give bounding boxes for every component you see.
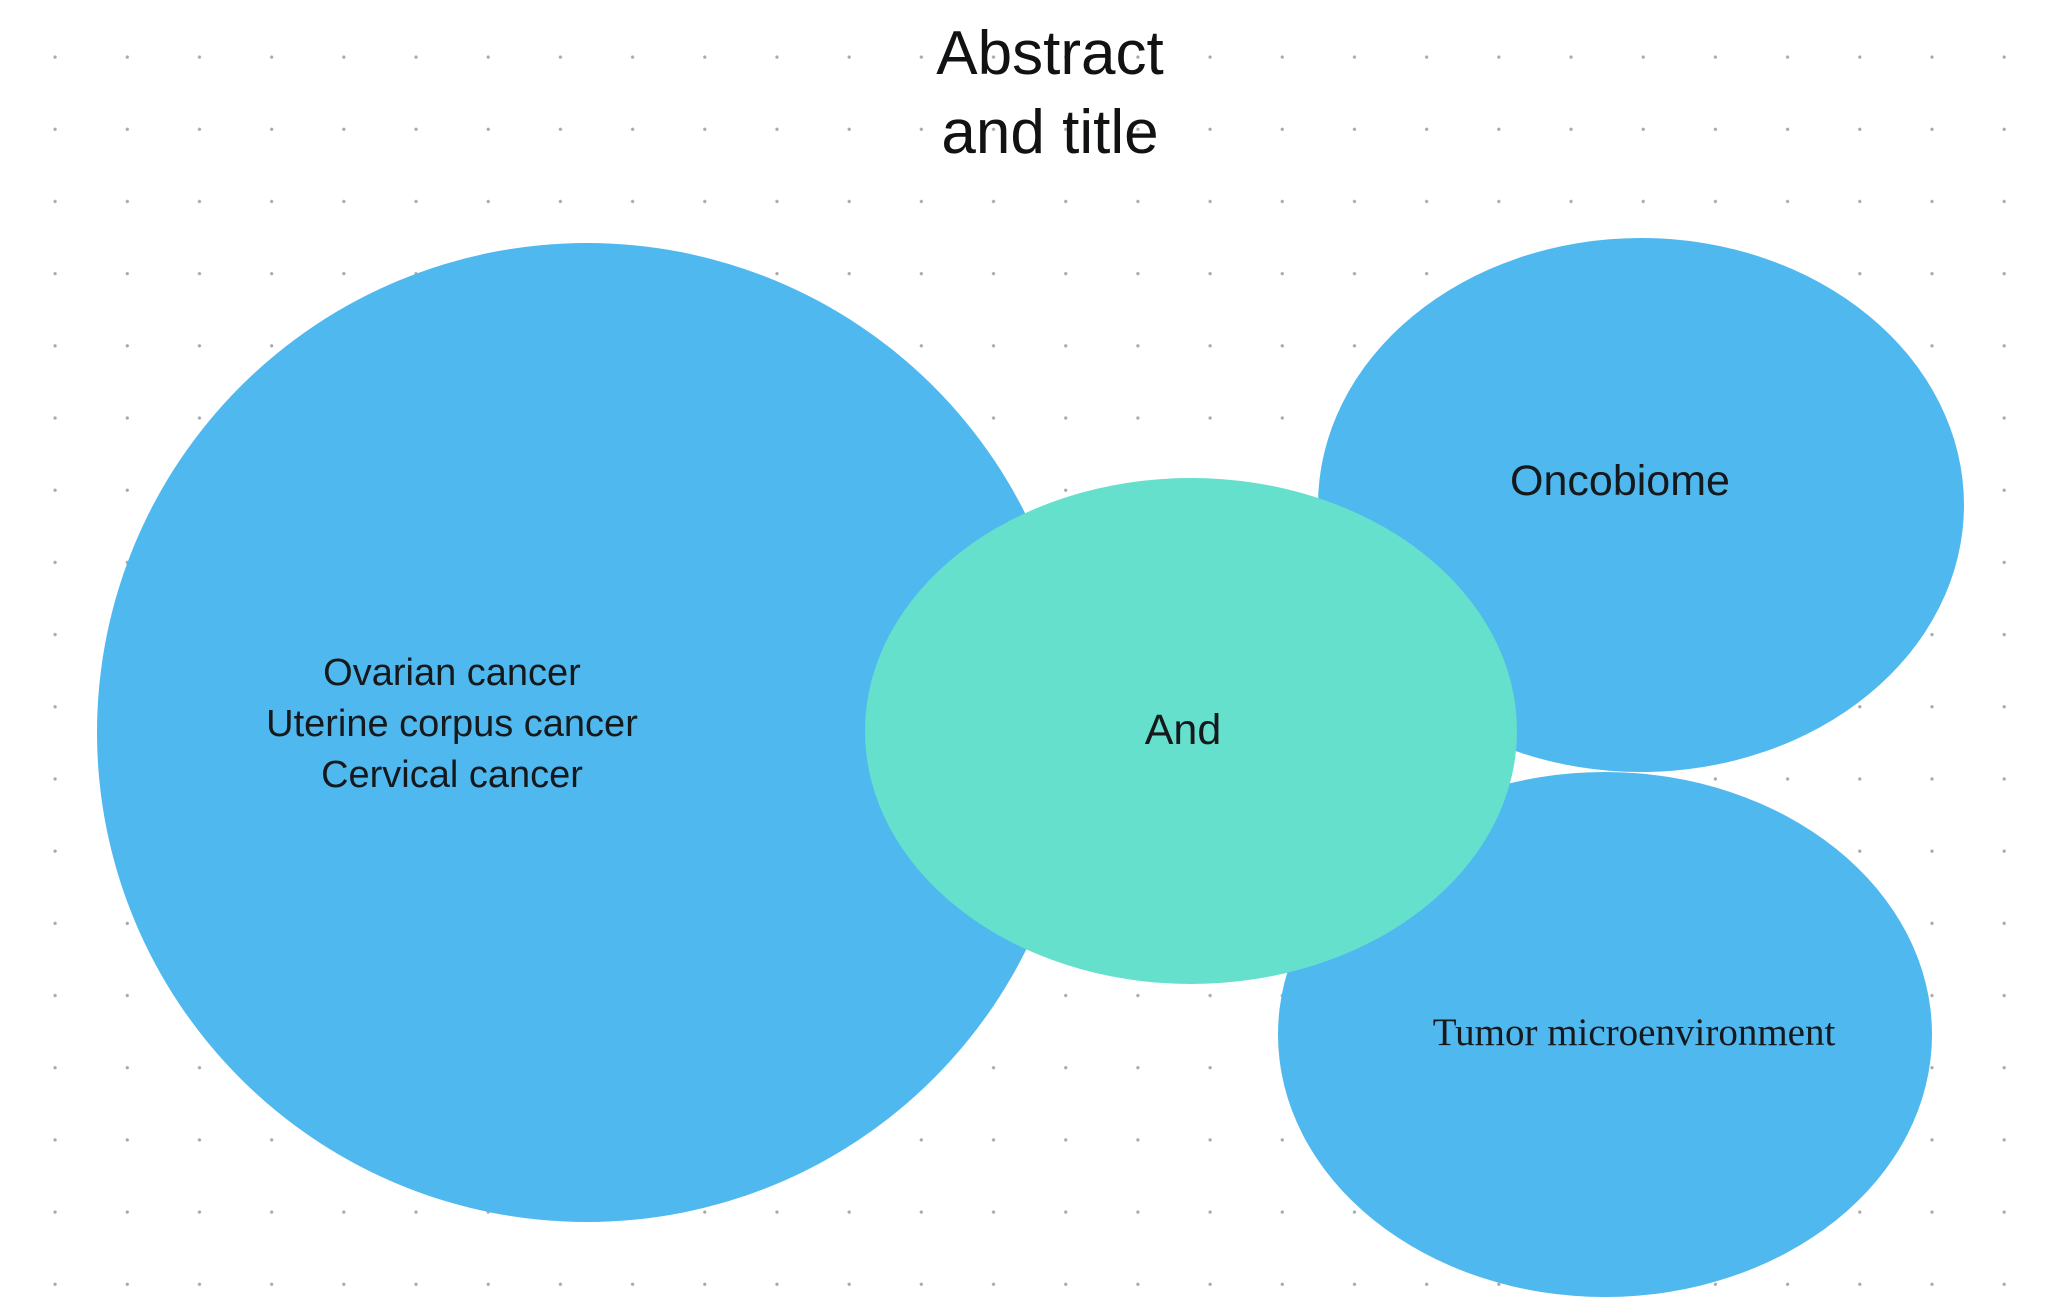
page-title: Abstract and title — [936, 19, 1164, 167]
canvas-top-edge — [0, 0, 2059, 8]
node-and-label: And — [1144, 706, 1222, 755]
node-and[interactable]: And — [865, 478, 1517, 984]
canvas-bottom-edge — [0, 1305, 2059, 1313]
